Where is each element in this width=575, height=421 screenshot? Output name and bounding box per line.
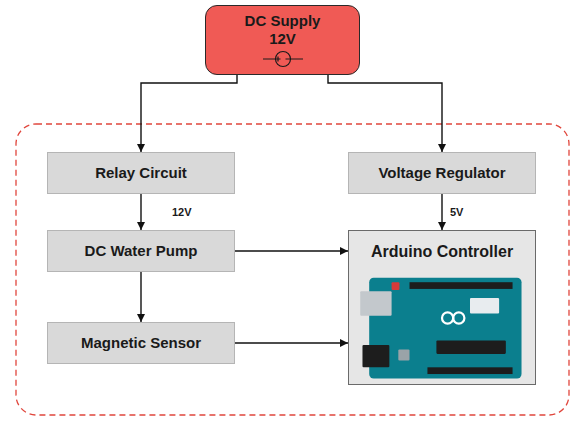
reset-button xyxy=(392,283,400,291)
power-jack xyxy=(362,345,389,367)
arrow-connector xyxy=(235,342,348,343)
arrow-connector xyxy=(141,75,237,152)
label-plate xyxy=(470,298,499,314)
box-label: Voltage Regulator xyxy=(378,164,505,181)
board-pcb xyxy=(369,278,521,379)
arrow-connector xyxy=(140,194,141,230)
analog-header xyxy=(427,368,512,375)
usb-port xyxy=(360,292,391,317)
arrow-connector xyxy=(441,194,442,230)
power-supply-box: DC Supply12V xyxy=(205,5,360,75)
controller-box: Arduino Controller xyxy=(348,230,536,385)
polarity-marks xyxy=(275,56,290,61)
process-box: Relay Circuit xyxy=(47,152,235,194)
logo-loop xyxy=(453,313,464,324)
box-label: DC Supply xyxy=(245,12,321,29)
capacitor xyxy=(398,350,409,361)
digital-header xyxy=(410,283,513,290)
arrow-connector xyxy=(328,75,442,152)
arrow-connector xyxy=(235,250,348,251)
dc-source-symbol xyxy=(261,50,305,68)
logo-loop xyxy=(442,313,453,324)
system-boundary xyxy=(16,124,569,415)
arduino-board-illustration xyxy=(356,271,528,383)
source-circle xyxy=(275,51,290,66)
box-label: Arduino Controller xyxy=(371,243,513,261)
microcontroller-chip xyxy=(436,341,505,354)
process-box: Voltage Regulator xyxy=(348,152,536,194)
process-box: DC Water Pump xyxy=(47,230,235,272)
box-label: Magnetic Sensor xyxy=(81,334,201,351)
arrow-connector xyxy=(140,272,141,322)
voltage-label: 5V xyxy=(450,206,463,218)
voltage-label: 12V xyxy=(172,206,192,218)
box-label: Relay Circuit xyxy=(95,164,187,181)
box-label: DC Water Pump xyxy=(85,242,198,259)
box-label: 12V xyxy=(269,30,296,47)
process-box: Magnetic Sensor xyxy=(47,322,235,364)
